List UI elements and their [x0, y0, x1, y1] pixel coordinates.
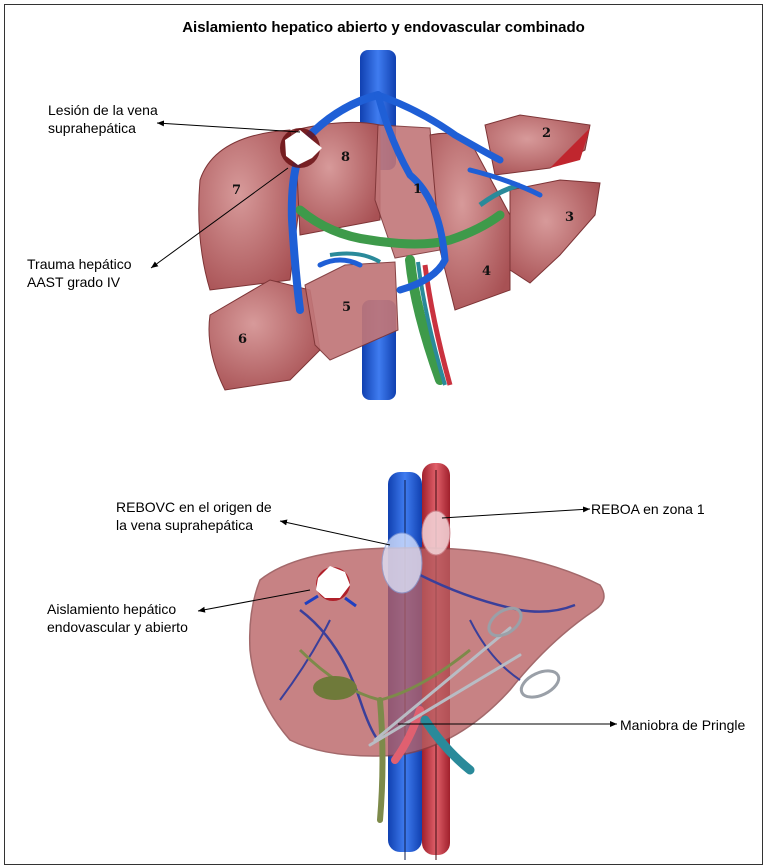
arrow-lesion: [157, 123, 300, 132]
label-maniobra-pringle: Maniobra de Pringle: [620, 716, 745, 734]
label-lesion-vena-suprahepatica: Lesión de la vena suprahepática: [48, 101, 158, 137]
label-aislamiento-hepatico: Aislamiento hepático endovascular y abie…: [47, 600, 188, 636]
common-bile-duct: [380, 700, 383, 820]
segment-label-4: 4: [482, 264, 491, 279]
segment-label-2: 2: [542, 126, 551, 141]
arrow-rebovc: [280, 521, 390, 545]
label-reboa: REBOA en zona 1: [591, 500, 705, 518]
label-rebovc: REBOVC en el origen de la vena suprahepá…: [116, 498, 272, 534]
liver-segment-3: [510, 180, 600, 283]
liver-segment-6: [209, 280, 320, 390]
segment-label-6: 6: [238, 332, 247, 347]
segment-label-5: 5: [342, 300, 351, 315]
arrow-reboa: [442, 509, 590, 518]
segment-5-vein: [320, 260, 360, 265]
rebovc-balloon: [382, 533, 422, 593]
segment-label-1: 1: [413, 182, 422, 197]
segment-label-7: 7: [232, 183, 241, 198]
gallbladder: [313, 676, 357, 700]
segment-label-8: 8: [341, 150, 350, 165]
segmented-liver-diagram: 1 2 3 4 5 6 7 8: [151, 50, 600, 400]
label-trauma-hepatico: Trauma hepático AAST grado IV: [27, 255, 132, 291]
segment-label-3: 3: [565, 210, 574, 225]
